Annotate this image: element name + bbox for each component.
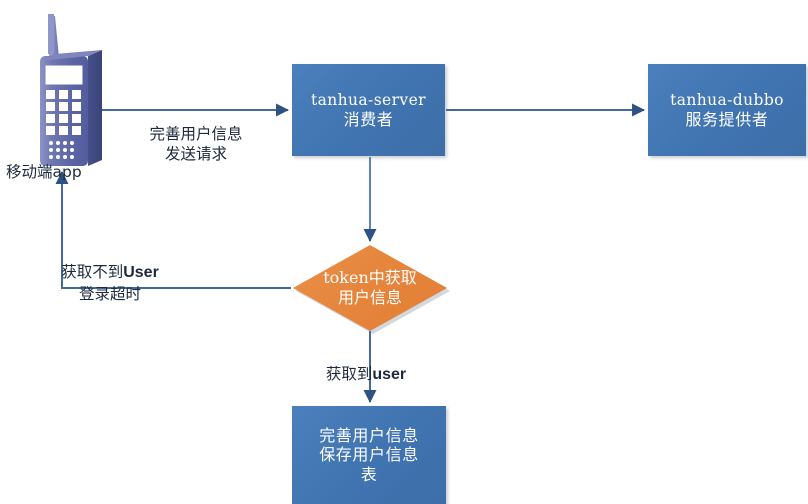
node-save-line2: 保存用户信息 xyxy=(319,445,419,465)
node-save-line1: 完善用户信息 xyxy=(319,425,419,445)
decision-line2: 用户信息 xyxy=(337,288,402,307)
decision-label: token中获取 用户信息 xyxy=(281,268,459,308)
edge-label-decision-to-app: 获取不到User 登录超时 xyxy=(34,262,186,304)
edge-label-decision-to-app-line1: 获取不到User xyxy=(34,262,186,284)
edge-label-nouser-en: User xyxy=(123,264,159,281)
edge-label-app-to-server: 完善用户信息 发送请求 xyxy=(116,124,276,164)
edge-label-app-to-server-line2: 发送请求 xyxy=(164,145,227,164)
edge-label-decision-to-app-line2: 登录超时 xyxy=(78,284,141,303)
node-decision-token[interactable]: token中获取 用户信息 xyxy=(293,245,450,334)
edge-label-gotuser-cn: 获取到 xyxy=(325,365,373,383)
edge-label-gotuser-en: user xyxy=(372,366,407,383)
node-tanhua-dubbo-line1: tanhua-dubbo xyxy=(670,90,784,109)
node-tanhua-dubbo[interactable]: tanhua-dubbo 服务提供者 xyxy=(648,64,806,156)
edge-label-gotuser-row: 获取到user xyxy=(296,364,436,386)
node-label-mobile-app-text: 移动端app xyxy=(6,163,82,181)
edge-label-nouser-cn: 获取不到 xyxy=(61,263,124,281)
node-tanhua-server[interactable]: tanhua-server 消费者 xyxy=(292,64,445,156)
edge-decision-to-app xyxy=(55,170,291,289)
decision-line1: token中获取 xyxy=(323,268,417,288)
edge-label-decision-to-save: 获取到user xyxy=(296,364,436,386)
node-label-mobile-app: 移动端app xyxy=(6,162,130,182)
node-save-user-info[interactable]: 完善用户信息 保存用户信息 表 xyxy=(292,406,446,504)
mobile-phone-icon xyxy=(40,14,102,166)
node-tanhua-server-line2: 消费者 xyxy=(343,109,394,129)
node-tanhua-dubbo-line2: 服务提供者 xyxy=(685,109,769,129)
node-save-line3: 表 xyxy=(360,464,378,484)
node-tanhua-server-line1: tanhua-server xyxy=(311,90,426,109)
edge-label-app-to-server-line1: 完善用户信息 xyxy=(149,125,243,143)
